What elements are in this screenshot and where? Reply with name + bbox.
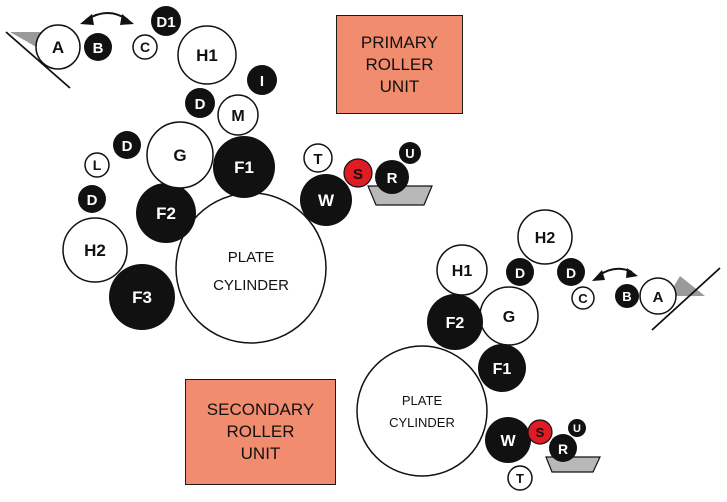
primary-roller-g: G (146, 121, 214, 189)
secondary-roller-u: U (568, 419, 586, 437)
svg-text:R: R (387, 170, 398, 187)
svg-text:S: S (353, 166, 363, 183)
svg-text:PLATE: PLATE (402, 393, 443, 408)
svg-text:F1: F1 (234, 158, 254, 177)
svg-text:D: D (566, 265, 576, 281)
svg-text:D1: D1 (156, 14, 175, 31)
svg-text:I: I (260, 73, 264, 90)
svg-text:CYLINDER: CYLINDER (389, 415, 455, 430)
svg-text:PLATE: PLATE (228, 249, 274, 266)
svg-text:S: S (536, 425, 545, 440)
svg-text:D: D (87, 192, 98, 209)
svg-text:L: L (93, 157, 102, 173)
svg-text:D: D (122, 138, 133, 155)
svg-text:R: R (558, 441, 568, 457)
svg-text:C: C (140, 39, 150, 55)
svg-text:F3: F3 (132, 288, 152, 307)
primary-roller-c: C (132, 34, 158, 60)
secondary-roller-unit-text: SECONDARY ROLLER UNIT (206, 400, 315, 463)
secondary-roller-d-left: D (506, 258, 534, 286)
primary-roller-m: M (217, 94, 259, 136)
svg-text:A: A (52, 38, 64, 57)
secondary-roller-b: B (615, 284, 639, 308)
primary-roller-s: S (343, 158, 373, 188)
secondary-roller-s: S (527, 419, 553, 445)
svg-text:T: T (313, 151, 322, 168)
secondary-roller-g: G (479, 286, 539, 346)
svg-text:H1: H1 (196, 46, 218, 65)
primary-roller-b: B (84, 33, 112, 61)
svg-text:U: U (573, 423, 581, 435)
svg-text:H2: H2 (535, 230, 556, 247)
secondary-doctor-blade (651, 267, 721, 331)
primary-roller-i: I (247, 65, 277, 95)
svg-text:U: U (405, 146, 414, 161)
primary-roller-d1: D1 (151, 6, 181, 36)
svg-text:F2: F2 (156, 204, 176, 223)
secondary-roller-t: T (507, 465, 533, 491)
svg-text:D: D (195, 96, 206, 113)
secondary-roller-f1: F1 (478, 344, 526, 392)
svg-text:H2: H2 (84, 241, 106, 260)
svg-text:D: D (515, 265, 525, 281)
secondary-fountain-tray (545, 456, 601, 473)
primary-roller-f2: F2 (136, 183, 196, 243)
svg-text:F2: F2 (446, 315, 465, 332)
secondary-plate-cylinder: PLATE CYLINDER (356, 345, 488, 477)
svg-text:G: G (503, 309, 515, 326)
svg-text:C: C (578, 291, 588, 306)
secondary-roller-r: R (549, 434, 577, 462)
primary-roller-d-left: D (113, 131, 141, 159)
secondary-roller-w: W (485, 417, 531, 463)
primary-roller-d-upper: D (185, 88, 215, 118)
svg-text:B: B (93, 40, 104, 57)
secondary-roller-d-right: D (557, 258, 585, 286)
primary-roller-unit-text: PRIMARY ROLLER UNIT (360, 32, 439, 96)
primary-oscillation-arrow (80, 12, 134, 25)
primary-roller-d-lower: D (78, 185, 106, 213)
secondary-roller-h2: H2 (517, 209, 573, 265)
svg-text:A: A (653, 289, 664, 306)
primary-roller-h2: H2 (62, 217, 128, 283)
primary-roller-f3: F3 (109, 264, 175, 330)
svg-text:W: W (318, 191, 335, 210)
primary-roller-w: W (300, 174, 352, 226)
secondary-roller-h1: H1 (436, 244, 488, 296)
primary-plate-cylinder: PLATE CYLINDER (175, 192, 327, 344)
primary-roller-t: T (303, 143, 333, 173)
svg-text:G: G (173, 146, 186, 165)
secondary-roller-c: C (571, 286, 595, 310)
secondary-oscillation-arrow (592, 267, 638, 281)
primary-roller-l: L (84, 152, 110, 178)
svg-text:T: T (516, 471, 524, 486)
primary-roller-r: R (375, 160, 409, 194)
primary-roller-unit-label: PRIMARY ROLLER UNIT (336, 15, 463, 114)
primary-roller-a: A (35, 24, 81, 70)
svg-text:W: W (500, 433, 516, 450)
secondary-roller-unit-label: SECONDARY ROLLER UNIT (185, 379, 336, 485)
secondary-roller-a: A (639, 277, 677, 315)
svg-text:CYLINDER: CYLINDER (213, 277, 289, 294)
primary-roller-h1: H1 (177, 25, 237, 85)
svg-text:H1: H1 (452, 263, 473, 280)
svg-text:F1: F1 (493, 361, 512, 378)
primary-roller-f1: F1 (213, 136, 275, 198)
svg-text:B: B (622, 289, 631, 304)
secondary-roller-f2: F2 (427, 294, 483, 350)
svg-text:M: M (231, 108, 244, 125)
primary-roller-u: U (399, 142, 421, 164)
